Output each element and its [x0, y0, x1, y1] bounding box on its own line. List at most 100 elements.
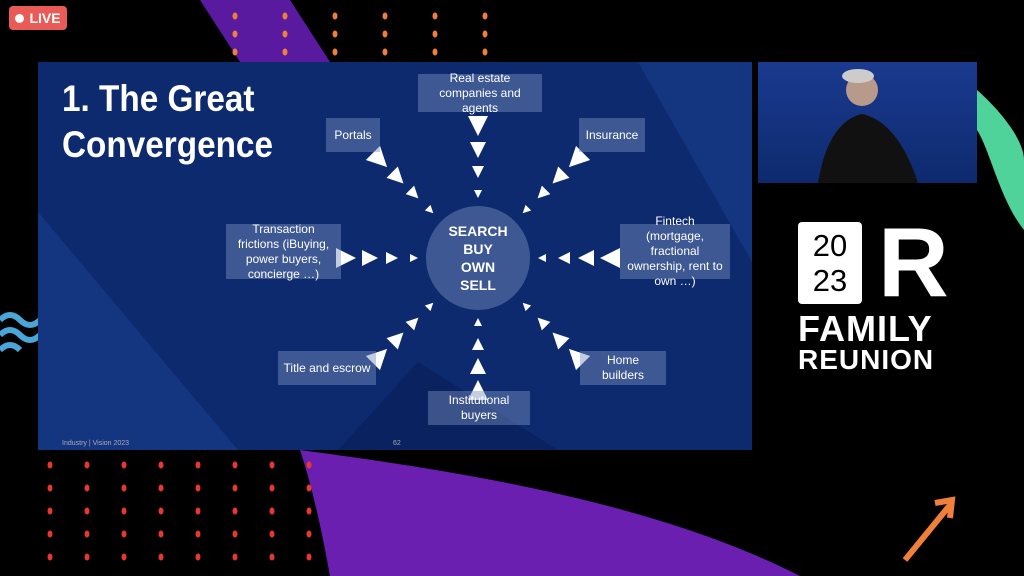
- speaker-camera-feed: [758, 62, 977, 183]
- decor-dot: [121, 507, 127, 515]
- decor-dot: [482, 48, 488, 56]
- arrow-triangle: [362, 250, 378, 266]
- decor-dot: [306, 507, 312, 515]
- live-badge: LIVE: [9, 6, 67, 30]
- arrow-triangle: [578, 250, 594, 266]
- arrow-triangle: [552, 332, 570, 350]
- slide-footer: Industry | Vision 2023: [62, 440, 130, 447]
- arrow-triangle: [365, 348, 388, 371]
- decor-dot: [282, 48, 288, 56]
- decor-dot: [482, 30, 488, 38]
- decor-dot: [332, 48, 338, 56]
- slide-background: [38, 62, 752, 450]
- decor-dot: [195, 553, 201, 561]
- slide-page-number: 62: [393, 440, 401, 447]
- live-label: LIVE: [29, 10, 61, 26]
- arrow-triangle: [474, 318, 482, 326]
- arrow-triangle: [472, 338, 484, 350]
- decor-dot: [121, 530, 127, 538]
- arrow-triangle: [424, 302, 434, 312]
- arrow-triangle: [386, 252, 398, 264]
- arrow-triangle: [537, 185, 551, 199]
- box-title-escrow: Title and escrow: [278, 351, 376, 385]
- decor-dot: [84, 461, 90, 469]
- center-buy: BUY: [463, 241, 493, 257]
- decor-dot: [332, 12, 338, 20]
- decor-dot: [282, 30, 288, 38]
- decor-dot: [158, 507, 164, 515]
- box-transaction: Transaction frictions (iBuying, power bu…: [226, 222, 341, 281]
- decor-dot: [269, 553, 275, 561]
- arrow-triangle: [424, 204, 434, 214]
- box-institutional: Institutional buyers: [428, 391, 530, 425]
- logo-family: FAMILY: [798, 308, 933, 349]
- decor-dot: [269, 461, 275, 469]
- decor-dot: [269, 507, 275, 515]
- arrow-triangle: [600, 248, 620, 268]
- arrow-triangle: [405, 317, 419, 331]
- decor-dot: [84, 530, 90, 538]
- arrow-triangle: [568, 145, 591, 168]
- decor-dot: [47, 530, 53, 538]
- decor-dot: [47, 507, 53, 515]
- logo-r: R: [878, 207, 949, 317]
- decor-dot: [482, 12, 488, 20]
- arrow-triangle: [472, 166, 484, 178]
- decor-dot: [195, 461, 201, 469]
- decor-dot: [158, 461, 164, 469]
- decor-dot: [432, 48, 438, 56]
- decor-dot: [158, 484, 164, 492]
- arrow-triangle: [552, 166, 570, 184]
- box-real-estate: Real estate companies and agents: [418, 71, 542, 115]
- center-own: OWN: [460, 259, 496, 275]
- decor-dot: [47, 461, 53, 469]
- arrow-triangle: [386, 166, 404, 184]
- arrow-triangle: [470, 358, 486, 374]
- box-fintech: Fintech (mortgage, fractional ownership,…: [620, 214, 730, 288]
- decor-dot: [121, 553, 127, 561]
- decor-dot: [232, 553, 238, 561]
- arrow-triangle: [405, 185, 419, 199]
- decor-dot: [84, 553, 90, 561]
- box-insurance: Insurance: [579, 118, 645, 152]
- arrow-triangle: [522, 204, 532, 214]
- arrow-triangle: [470, 142, 486, 158]
- decor-dot: [232, 12, 238, 20]
- decor-dot: [47, 553, 53, 561]
- arrow-triangle: [365, 145, 388, 168]
- decor-dot: [158, 553, 164, 561]
- decor-dot: [232, 530, 238, 538]
- arrow-triangle: [558, 252, 570, 264]
- arrow-triangle: [336, 248, 356, 268]
- decor-dot: [382, 48, 388, 56]
- decor-dot: [121, 461, 127, 469]
- arrow-triangle: [537, 317, 551, 331]
- logo-reunion: REUNION: [798, 344, 935, 375]
- decor-dot: [232, 507, 238, 515]
- decor-dot: [232, 48, 238, 56]
- box-home-builders: Home builders: [580, 351, 666, 385]
- decor-dot: [306, 530, 312, 538]
- decor-dot: [306, 484, 312, 492]
- arrow-triangle: [410, 254, 418, 262]
- decor-dot: [195, 507, 201, 515]
- decor-dot: [432, 30, 438, 38]
- decor-dot: [269, 484, 275, 492]
- arrow-triangle: [468, 116, 488, 136]
- box-portals: Portals: [326, 118, 380, 152]
- decor-dot: [306, 553, 312, 561]
- arrow-triangle: [568, 348, 591, 371]
- decor-dot: [84, 507, 90, 515]
- arrow-triangle: [386, 332, 404, 350]
- decor-dot: [232, 484, 238, 492]
- center-search: SEARCH: [448, 223, 508, 239]
- decor-dot: [232, 461, 238, 469]
- decor-dot: [382, 30, 388, 38]
- decor-dot: [47, 484, 53, 492]
- decor-dot: [195, 530, 201, 538]
- decor-dot: [306, 461, 312, 469]
- decor-dot: [158, 530, 164, 538]
